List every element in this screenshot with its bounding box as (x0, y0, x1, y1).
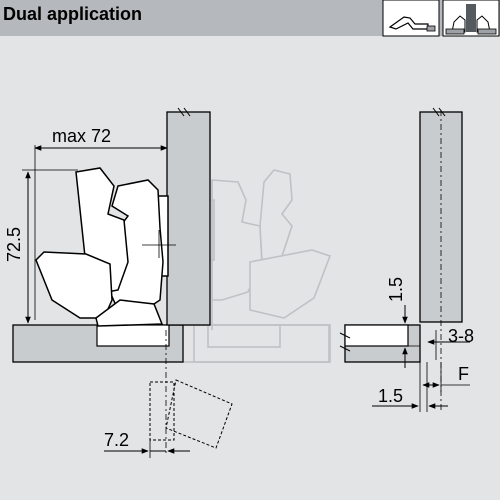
label-offset-vertical: 1.5 (386, 277, 406, 302)
page-title: Dual application (3, 4, 143, 24)
hinge-profile-icon (382, 0, 440, 37)
dimension-drill-distance (104, 438, 190, 458)
label-max-width: max 72 (52, 126, 111, 146)
label-overlay: F (458, 364, 469, 384)
drill-outline (149, 379, 233, 449)
label-gap: 1.5 (378, 386, 403, 406)
label-drill-distance: 7.2 (104, 430, 129, 450)
door-panel-detail (339, 324, 421, 363)
dimension-height (22, 169, 78, 326)
door-panel-left (12, 324, 184, 363)
cabinet-side-panel-detail (419, 107, 463, 410)
dimension-offset-vertical (388, 305, 420, 368)
hinge-body (35, 167, 169, 327)
dimension-overlay-range (419, 330, 470, 392)
dual-application-icon (442, 0, 500, 37)
label-height: 72.5 (4, 227, 24, 262)
label-overlay-range: 3-8 (448, 326, 474, 346)
cabinet-side-panel (166, 107, 211, 326)
center-crosshair (142, 230, 176, 258)
dimension-overlay (422, 362, 470, 392)
mirrored-hinge-ghost (193, 169, 332, 363)
dimension-gap (372, 362, 448, 412)
dimension-max-width (34, 145, 168, 320)
